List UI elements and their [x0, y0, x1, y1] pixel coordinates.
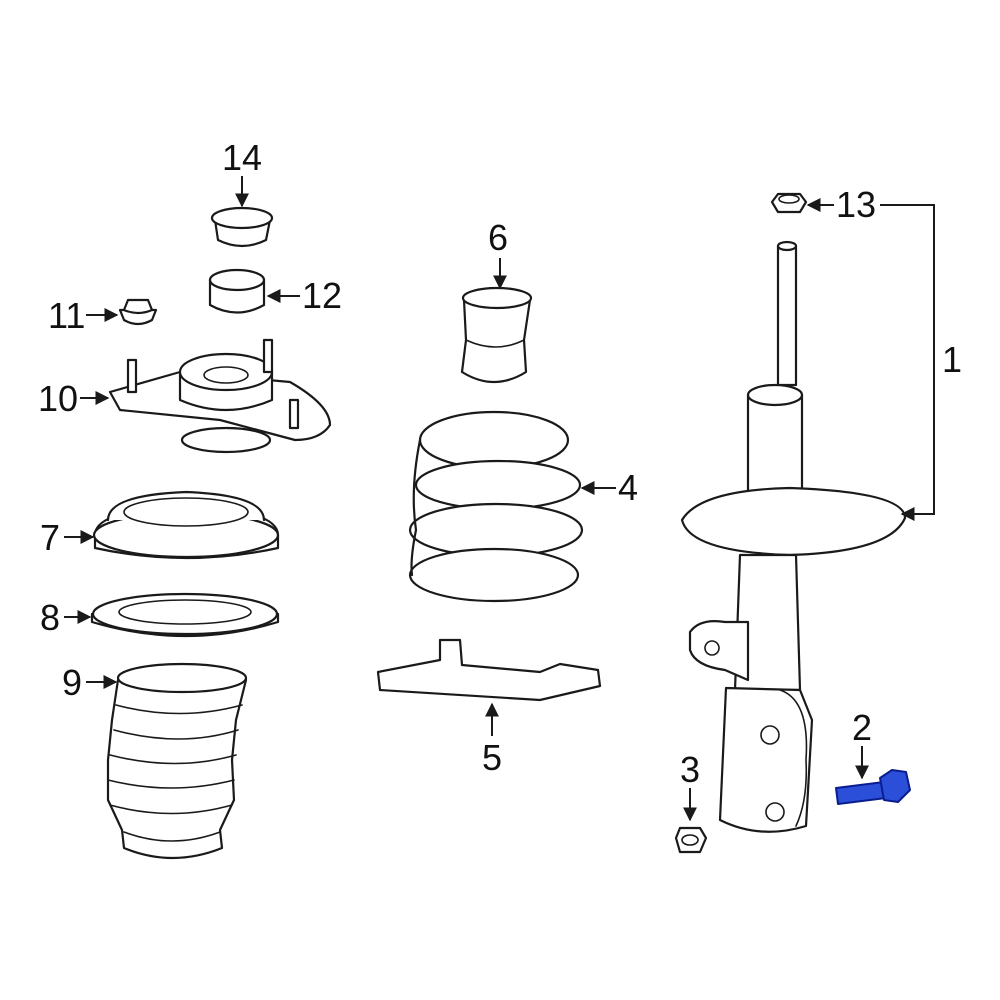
callout-14-label: 14 — [222, 137, 262, 178]
callout-2-label: 2 — [852, 707, 872, 748]
part-11-nut[interactable] — [118, 298, 158, 326]
part-9-dust-boot[interactable] — [106, 662, 248, 860]
callout-8-label: 8 — [40, 597, 60, 638]
callout-13-label: 13 — [836, 184, 876, 225]
callout-3-label: 3 — [680, 749, 700, 790]
part-6-bump-stop[interactable] — [460, 286, 533, 383]
part-10-upper-mount[interactable] — [108, 338, 332, 454]
callout-7-label: 7 — [40, 517, 60, 558]
callout-11-label: 11 — [48, 295, 85, 336]
callout-10-label: 10 — [38, 378, 78, 419]
part-12-bushing[interactable] — [208, 268, 266, 314]
part-5-lower-spring-seat[interactable] — [376, 638, 602, 702]
callout-9-label: 9 — [62, 662, 82, 703]
part-14-dust-cap[interactable] — [210, 206, 274, 248]
part-4-coil-spring[interactable] — [408, 410, 584, 603]
callout-4-label: 4 — [618, 467, 638, 508]
part-7-upper-spring-seat[interactable] — [92, 490, 280, 560]
part-2-bolt[interactable] — [835, 769, 911, 805]
part-8-insulator[interactable] — [90, 592, 280, 638]
callout-12-label: 12 — [302, 275, 342, 316]
callout-1-bracket — [880, 204, 935, 521]
part-3-flange-nut[interactable] — [674, 826, 708, 854]
callout-1-label: 1 — [942, 339, 962, 380]
callout-6-label: 6 — [488, 217, 508, 258]
part-13-top-nut[interactable] — [770, 192, 808, 214]
callout-5-label: 5 — [482, 737, 502, 778]
